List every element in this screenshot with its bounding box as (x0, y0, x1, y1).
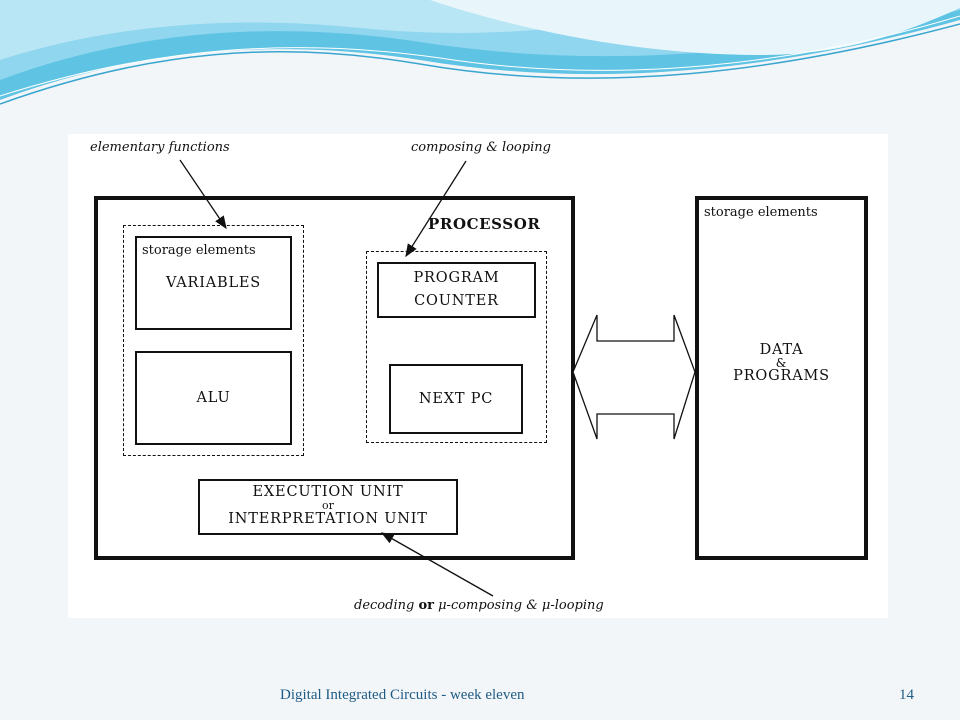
memory-label-line3: PROGRAMS (733, 368, 830, 384)
memory-label-line2: & (775, 356, 788, 370)
execution-unit-box: EXECUTION UNIT or INTERPRETATION UNIT (198, 479, 458, 535)
annotation-decoding: decoding or μ-composing & μ-looping (354, 598, 604, 613)
footer-title: Digital Integrated Circuits - week eleve… (280, 687, 525, 703)
next-pc-box: NEXT PC (389, 364, 523, 434)
annotation-decoding-or: or (418, 598, 434, 613)
program-counter-box: PROGRAM COUNTER (377, 262, 536, 318)
memory-label-line1: DATA (759, 342, 804, 358)
memory-label: DATA & PROGRAMS (695, 342, 868, 384)
execution-unit-line2: or (322, 499, 334, 512)
execution-unit-line3: INTERPRETATION UNIT (228, 511, 428, 527)
page-number: 14 (899, 687, 914, 703)
variables-caption: storage elements (142, 243, 256, 258)
alu-box: ALU (135, 351, 292, 445)
execution-unit-line1: EXECUTION UNIT (252, 484, 404, 500)
memory-box (695, 196, 868, 560)
annotation-elementary-functions: elementary functions (90, 140, 230, 155)
processor-title: PROCESSOR (428, 215, 541, 233)
processor-diagram: elementary functions composing & looping… (68, 134, 888, 618)
variables-box (135, 236, 292, 330)
bus-double-arrow (572, 314, 696, 440)
variables-label: VARIABLES (165, 275, 262, 291)
annotation-decoding-prefix: decoding (354, 598, 415, 613)
memory-caption: storage elements (704, 205, 818, 220)
alu-label: ALU (196, 390, 231, 406)
next-pc-label: NEXT PC (418, 391, 494, 407)
header-wave-decoration (0, 0, 960, 105)
annotation-composing-looping: composing & looping (411, 140, 551, 155)
program-counter-label-line1: PROGRAM (413, 270, 500, 286)
program-counter-label-line2: COUNTER (414, 293, 499, 309)
annotation-decoding-suffix: μ-composing & μ-looping (438, 598, 604, 613)
